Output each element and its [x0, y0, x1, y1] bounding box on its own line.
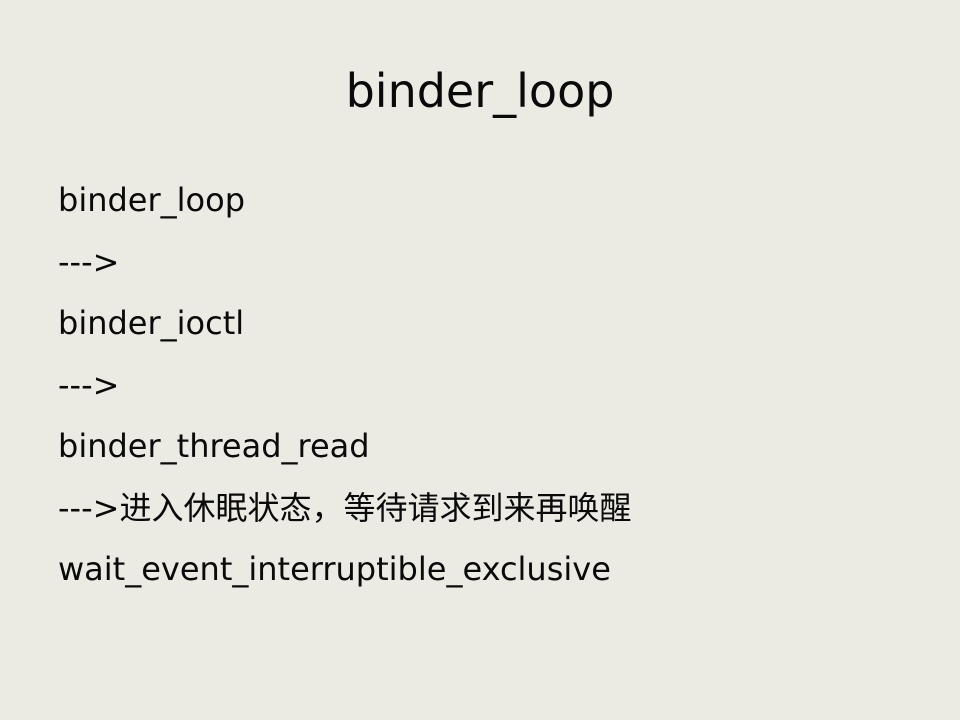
call-chain-line: binder_thread_read [58, 427, 370, 465]
call-chain-note: --->进入休眠状态，等待请求到来再唤醒 [58, 488, 632, 527]
call-chain-line: binder_loop [58, 181, 245, 219]
call-chain-arrow: ---> [58, 242, 120, 281]
call-chain-arrow: ---> [58, 365, 120, 404]
slide-title: binder_loop [345, 64, 615, 118]
call-chain-list: binder_loop ---> binder_ioctl ---> binde… [58, 170, 631, 601]
call-chain-line: wait_event_interruptible_exclusive [58, 550, 611, 588]
call-chain-line: binder_ioctl [58, 304, 245, 342]
